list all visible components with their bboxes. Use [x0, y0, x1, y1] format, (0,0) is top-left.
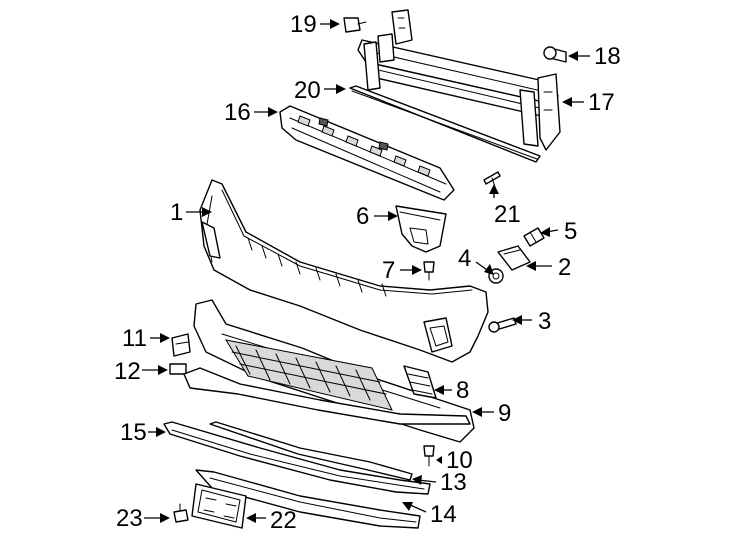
trim-strip-13: [209, 421, 413, 481]
absorber-strip: [349, 85, 541, 163]
callout-18: 18: [568, 43, 621, 70]
license-plate-bracket: [191, 483, 247, 529]
screw-10: [423, 445, 435, 467]
callout-9: 9: [472, 400, 511, 427]
retainer-clip: [497, 245, 531, 271]
callout-label-5: 5: [564, 218, 577, 245]
energy-absorber: [279, 105, 455, 201]
bumper-cover: [199, 179, 489, 363]
trim-strip-9: [183, 367, 471, 425]
bracket-12: [169, 363, 187, 375]
callout-label-17: 17: [588, 89, 615, 116]
callout-label-22: 22: [270, 507, 297, 534]
callout-8: 8: [434, 377, 469, 404]
bolt-19: [343, 17, 367, 33]
skid-plate: [163, 421, 431, 495]
reinforcement-beam: [357, 9, 561, 151]
callout-label-19: 19: [290, 11, 317, 38]
callout-label-16: 16: [224, 99, 251, 126]
callout-label-23: 23: [116, 505, 143, 532]
callout-16: 16: [224, 99, 278, 126]
lower-valance: [195, 469, 421, 529]
callout-21: 21: [489, 184, 521, 228]
callout-label-4: 4: [458, 245, 471, 272]
bracket-11: [171, 333, 191, 357]
callout-14: 14: [402, 501, 457, 528]
callout-label-1: 1: [170, 199, 183, 226]
callout-7: 7: [382, 257, 422, 284]
screw-23: [173, 503, 189, 523]
push-pin: [483, 171, 501, 191]
callout-3: 3: [512, 308, 551, 335]
callout-label-10: 10: [446, 447, 473, 474]
push-rivet: [488, 317, 517, 333]
callout-label-18: 18: [594, 43, 621, 70]
callout-label-21: 21: [494, 201, 521, 228]
callout-label-13: 13: [440, 469, 467, 496]
callout-23: 23: [116, 505, 170, 532]
callout-12: 12: [114, 358, 168, 385]
callout-label-12: 12: [114, 358, 141, 385]
bolt-18: [543, 46, 567, 63]
callout-5: 5: [540, 218, 577, 245]
callout-label-8: 8: [456, 377, 469, 404]
callout-4: 4: [458, 245, 494, 275]
lower-grille: [193, 299, 475, 443]
callout-label-3: 3: [538, 308, 551, 335]
bolt-5: [523, 227, 545, 247]
callout-label-2: 2: [558, 254, 571, 281]
side-grille-insert: [403, 365, 437, 399]
callout-1: 1: [170, 199, 212, 226]
callout-17: 17: [562, 89, 615, 116]
callout-2: 2: [526, 254, 571, 281]
callout-6: 6: [356, 203, 398, 230]
callout-label-7: 7: [382, 257, 395, 284]
callout-15: 15: [120, 419, 166, 446]
side-bracket: [395, 205, 447, 253]
callout-10: 10: [436, 447, 473, 474]
callout-label-14: 14: [430, 501, 457, 528]
callout-label-15: 15: [120, 419, 147, 446]
callout-label-20: 20: [294, 77, 321, 104]
callout-13: 13: [412, 469, 467, 496]
callout-label-6: 6: [356, 203, 369, 230]
callout-label-9: 9: [498, 400, 511, 427]
callout-label-11: 11: [122, 325, 147, 352]
callout-19: 19: [290, 11, 340, 38]
callout-11: 11: [122, 325, 170, 352]
callout-20: 20: [294, 77, 346, 104]
callout-22: 22: [246, 507, 297, 534]
screw-7: [423, 261, 435, 281]
